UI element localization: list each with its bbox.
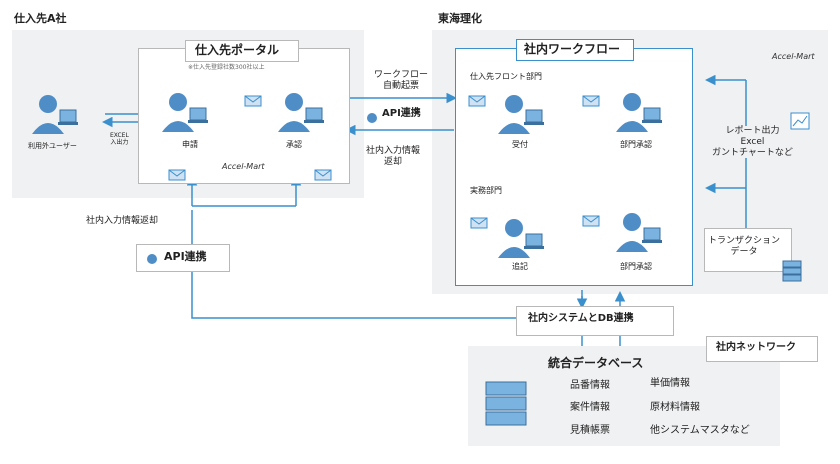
practice-dept-label: 実務部門 <box>470 186 502 195</box>
supplier-portal-title: 仕入先ポータル <box>195 43 280 57</box>
apply-label: 申請 <box>182 140 198 149</box>
api-link-label: API連携 <box>382 108 421 119</box>
bottom-return-info-label: 社内入力情報返却 <box>86 216 159 226</box>
mail-icon <box>168 166 186 185</box>
mail-icon <box>582 212 600 231</box>
chart-icon <box>790 112 810 134</box>
database-small-icon <box>782 260 802 286</box>
report-output-label: レポート出力 Excel ガントチャートなど <box>712 126 793 159</box>
api-link-icon <box>146 250 158 269</box>
mail-icon <box>468 92 486 111</box>
db-title: 統合データベース <box>548 356 644 370</box>
api-link-icon <box>366 109 378 128</box>
transaction-label: トランザクション データ <box>708 236 781 257</box>
mail-icon <box>314 166 332 185</box>
append-person-icon <box>496 216 544 264</box>
workflow-auto-label: ワークフロー 自動起票 <box>374 70 429 91</box>
db-item: 品番情報 <box>570 380 610 391</box>
append-label: 追記 <box>512 262 528 271</box>
db-link-label: 社内システムとDB連携 <box>528 313 634 324</box>
network-box <box>706 336 818 362</box>
db-item: 案件情報 <box>570 402 610 413</box>
front-dept-label: 仕入先フロント部門 <box>470 72 542 81</box>
approve-label: 承認 <box>286 140 302 149</box>
db-item: 単価情報 <box>650 378 690 389</box>
db-item: 原材料情報 <box>650 402 700 413</box>
supplier-portal-note: ※仕入先登録社数300社以上 <box>188 64 265 71</box>
accel-mart-logo: Accel-Mart <box>222 162 265 171</box>
supplier-company-label: 仕入先A社 <box>14 12 67 25</box>
workflow-box <box>455 48 693 286</box>
network-label: 社内ネットワーク <box>716 342 796 353</box>
dept-approve-2-label: 部門承認 <box>620 262 652 271</box>
db-item: 見積帳票 <box>570 425 610 436</box>
database-icon <box>484 380 528 432</box>
db-item: 他システムマスタなど <box>650 425 750 436</box>
accel-mart-logo: Accel-Mart <box>772 52 815 61</box>
receive-person-icon <box>496 92 544 140</box>
receive-label: 受付 <box>512 140 528 149</box>
approve-person-icon <box>276 90 324 138</box>
apply-person-icon <box>160 90 208 138</box>
mail-icon <box>582 92 600 111</box>
workflow-title: 社内ワークフロー <box>524 42 621 56</box>
dept-approve-2-person-icon <box>614 210 662 258</box>
db-link-box <box>516 306 674 336</box>
dept-approve-label: 部門承認 <box>620 140 652 149</box>
excel-io-label: EXCEL 入出力 <box>110 132 129 147</box>
external-user-label: 利用外ユーザー <box>28 142 77 150</box>
bottom-api-link-label: API連携 <box>164 250 207 263</box>
workflow-title-box <box>516 39 634 61</box>
tokai-company-label: 東海理化 <box>438 12 482 25</box>
external-user-person-icon <box>30 92 78 140</box>
dept-approve-person-icon <box>614 90 662 138</box>
supplier-portal-title-box <box>185 40 299 62</box>
mail-icon <box>244 92 262 111</box>
mail-icon <box>470 214 488 233</box>
return-info-label: 社内入力情報 返却 <box>366 146 421 167</box>
database-region <box>468 346 780 446</box>
transaction-box <box>704 228 792 272</box>
